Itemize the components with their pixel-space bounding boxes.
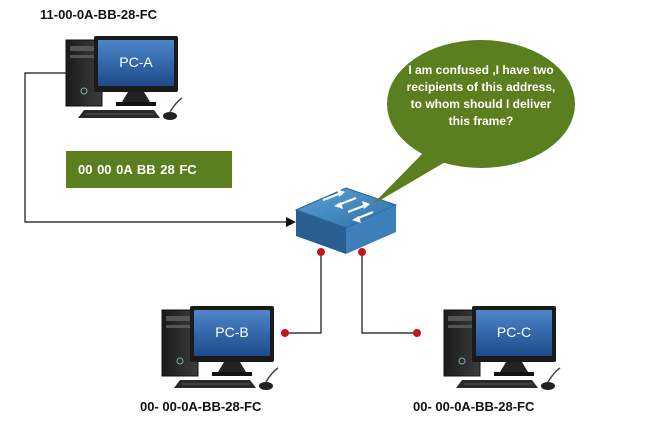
svg-text:PC-A: PC-A	[119, 54, 153, 70]
switch-port-dot	[358, 248, 366, 256]
switch-port-dot	[317, 248, 325, 256]
svg-text:PC-C: PC-C	[497, 324, 531, 340]
network-switch-icon	[294, 187, 398, 254]
pcb-port-dot	[281, 329, 289, 337]
speech-bubble	[372, 40, 575, 205]
frame-destination-box: 00 00 0A BB 28 FC	[66, 151, 232, 188]
link-switch-pcc	[361, 252, 417, 334]
arrow-head	[286, 217, 296, 227]
pc-b-computer-icon: PC-B	[161, 305, 279, 391]
link-switch-pcb	[285, 252, 322, 334]
pc-c-mac-label: 00- 00-0A-BB-28-FC	[413, 399, 535, 414]
svg-text:PC-B: PC-B	[215, 324, 248, 340]
pc-b-mac-label: 00- 00-0A-BB-28-FC	[140, 399, 262, 414]
pc-a-mac-label: 11-00-0A-BB-28-FC	[40, 7, 158, 22]
pc-a-computer-icon: PC-A	[65, 35, 183, 121]
pc-c-computer-icon: PC-C	[443, 305, 561, 391]
speech-bubble-text: I am confused ,I have two recipients of …	[406, 63, 556, 128]
pcc-port-dot	[413, 329, 421, 337]
link-pca-switch	[24, 72, 288, 223]
